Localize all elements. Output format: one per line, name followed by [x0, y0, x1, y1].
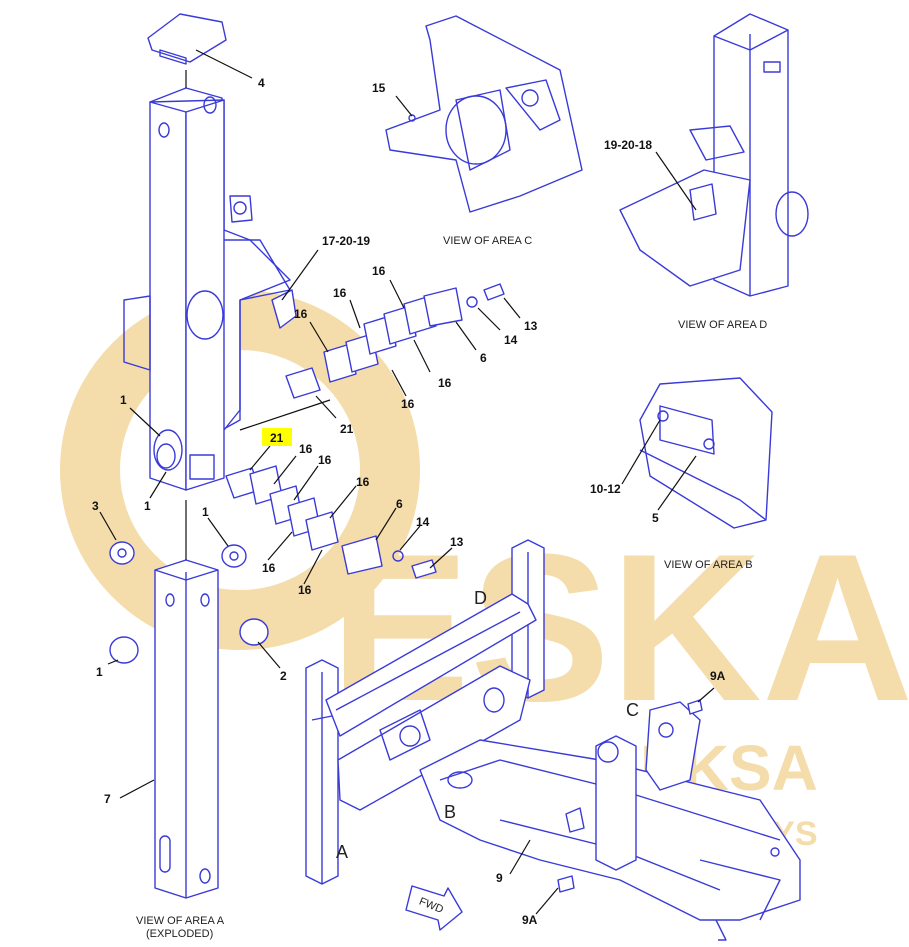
plate-1	[109, 636, 139, 664]
label-15: 15	[372, 81, 386, 95]
bracket-17-20-19	[271, 289, 297, 329]
label-1: 1	[96, 665, 103, 679]
label-1: 1	[202, 505, 209, 519]
lower-gasket-stack	[225, 465, 437, 579]
label-16: 16	[438, 376, 452, 390]
label-19-20-18: 19-20-18	[604, 138, 652, 152]
area-letter-b: B	[444, 802, 456, 822]
caption-area-b: VIEW OF AREA B	[664, 559, 753, 571]
label-16: 16	[356, 475, 370, 489]
bolt-9a-top	[687, 699, 703, 715]
upper-column	[123, 13, 291, 491]
bolt-9a-bottom	[557, 875, 575, 893]
area-letter-d: D	[474, 588, 487, 608]
label-1: 1	[120, 393, 127, 407]
caption-area-d: VIEW OF AREA D	[678, 319, 767, 331]
view-area-c	[385, 15, 583, 213]
label-6: 6	[480, 351, 487, 365]
label-16: 16	[262, 561, 276, 575]
washer-3	[109, 541, 135, 565]
upper-gasket-stack	[285, 283, 505, 399]
watermark-brand: ESKA	[330, 510, 909, 745]
caption-area-c: VIEW OF AREA C	[443, 235, 532, 247]
caption-area-a: VIEW OF AREA A	[136, 915, 225, 927]
label-9a: 9A	[710, 669, 726, 683]
label-2: 2	[280, 669, 287, 683]
cover-6-upper	[423, 287, 463, 327]
leader-lines	[99, 49, 715, 915]
fwd-arrow: FWD	[405, 885, 463, 931]
lower-column	[154, 559, 219, 899]
label-16: 16	[294, 307, 308, 321]
label-4: 4	[258, 76, 265, 90]
label-21-highlighted: 21	[270, 431, 284, 445]
label-1: 1	[144, 499, 151, 513]
cover-6-lower	[341, 535, 383, 575]
washer-1	[221, 544, 247, 568]
view-area-b	[639, 377, 773, 529]
label-7: 7	[104, 792, 111, 806]
area-letters: A B C D	[336, 588, 639, 862]
area-letter-c: C	[626, 700, 639, 720]
label-13: 13	[524, 319, 538, 333]
label-16: 16	[372, 264, 386, 278]
label-16: 16	[318, 453, 332, 467]
label-3: 3	[92, 499, 99, 513]
plate-2	[239, 618, 269, 646]
label-14: 14	[416, 515, 430, 529]
label-16: 16	[333, 286, 347, 300]
labels: 4 15 19-20-18 17-20-19 16 16 16 13 14 6 …	[92, 76, 726, 927]
block-21-upper	[285, 367, 321, 399]
label-16: 16	[401, 397, 415, 411]
label-16: 16	[299, 442, 313, 456]
label-9a: 9A	[522, 913, 538, 927]
label-9: 9	[496, 871, 503, 885]
label-16: 16	[298, 583, 312, 597]
view-area-d	[619, 13, 809, 297]
label-13: 13	[450, 535, 464, 549]
caption-area-a-exploded: (EXPLODED)	[146, 928, 213, 940]
label-21: 21	[340, 422, 354, 436]
area-letter-a: A	[336, 842, 348, 862]
label-6: 6	[396, 497, 403, 511]
label-10-12: 10-12	[590, 482, 621, 496]
label-14: 14	[504, 333, 518, 347]
captions: VIEW OF AREA C VIEW OF AREA D VIEW OF AR…	[136, 235, 767, 940]
label-5: 5	[652, 511, 659, 525]
label-17-20-19: 17-20-19	[322, 234, 370, 248]
highlight-21	[262, 428, 292, 446]
main-frame	[305, 539, 801, 941]
cap-part	[147, 13, 227, 63]
